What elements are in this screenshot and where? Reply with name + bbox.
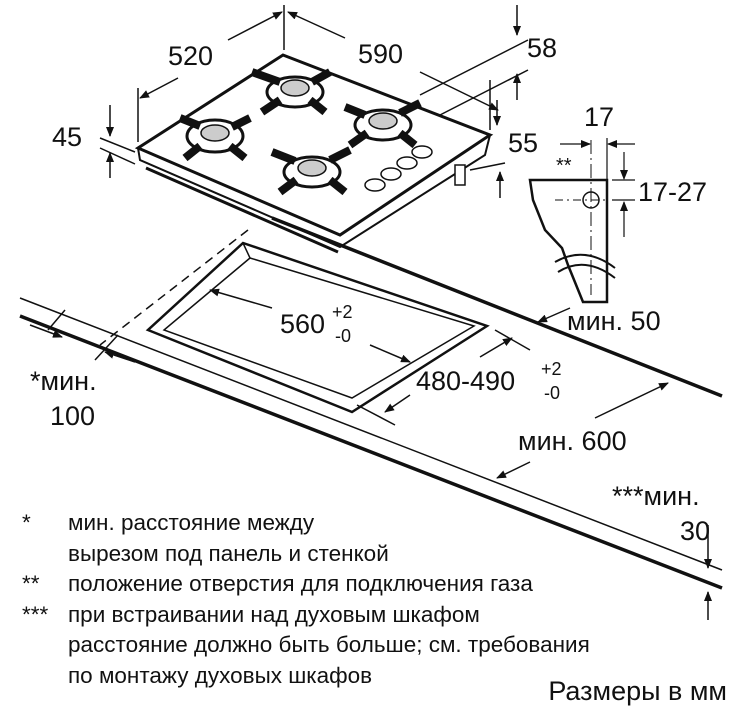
- gas-connection-detail: [528, 138, 635, 304]
- footnote: * мин. расстояние между вырезом под панел…: [22, 508, 590, 569]
- footnote-line: положение отверстия для подключения газа: [68, 571, 533, 596]
- burner-icon: [270, 146, 352, 196]
- dim-rear-offset: 58: [527, 33, 557, 63]
- countertop-front-edge: [19, 314, 723, 590]
- footnote-line: по монтажу духовых шкафов: [68, 662, 373, 688]
- dim-cutout-width-tol-plus: +2: [332, 302, 353, 322]
- dim-gas-side: 17: [584, 102, 614, 132]
- footnote-mark: **: [22, 571, 40, 596]
- footnote-line: расстояние должно быть больше; см. требо…: [68, 632, 590, 657]
- gas-marker: **: [556, 155, 572, 177]
- dim-cutout-depth: 480-490: [416, 366, 515, 396]
- control-knob-icon: [364, 145, 433, 192]
- footnote-mark: *: [22, 510, 31, 535]
- dim-width: 520: [168, 41, 213, 71]
- hob: [134, 53, 494, 254]
- dim-height: 45: [52, 122, 82, 152]
- footnote-line: при встраивании над духовым шкафом: [68, 601, 480, 627]
- countertop-front-edge-thin: [19, 297, 723, 571]
- burner-icon: [250, 68, 332, 116]
- dim-min-depth: мин. 600: [518, 426, 627, 456]
- dim-min-below-label: ***мин.: [612, 481, 700, 511]
- footnote: *** при встраивании над духовым шкафом ра…: [22, 600, 590, 692]
- dim-gas-height: 55: [508, 128, 538, 158]
- burner-icon: [343, 99, 422, 149]
- gas-connector-icon: [454, 164, 466, 186]
- footnotes: * мин. расстояние между вырезом под панел…: [22, 508, 590, 691]
- footnote: ** положение отверстия для подключения г…: [22, 569, 590, 600]
- footnote-mark: ***: [22, 601, 49, 627]
- dim-cutout-depth-tol-plus: +2: [541, 359, 562, 379]
- dim-min-side-label: *мин.: [30, 366, 97, 396]
- footnote-line: вырезом под панель и стенкой: [68, 540, 389, 566]
- dim-gas-vertical: 17-27: [638, 177, 707, 207]
- cutout-outer: [145, 241, 490, 414]
- dim-min-back: мин. 50: [567, 306, 661, 336]
- dim-cutout-width: 560: [280, 309, 325, 339]
- dim-min-below-value: 30: [680, 516, 710, 546]
- dim-min-side-value: 100: [50, 401, 95, 431]
- cutout-inner: [162, 257, 476, 399]
- burner-icon: [178, 114, 252, 162]
- units-label: Размеры в мм: [548, 676, 727, 706]
- dashed-projection-line: [99, 229, 249, 346]
- dim-depth: 590: [358, 39, 403, 69]
- dim-cutout-depth-tol-minus: -0: [544, 383, 560, 403]
- countertop-back-edge: [271, 216, 723, 398]
- footnote-line: мин. расстояние между: [68, 510, 315, 535]
- dim-cutout-width-tol-minus: -0: [335, 326, 351, 346]
